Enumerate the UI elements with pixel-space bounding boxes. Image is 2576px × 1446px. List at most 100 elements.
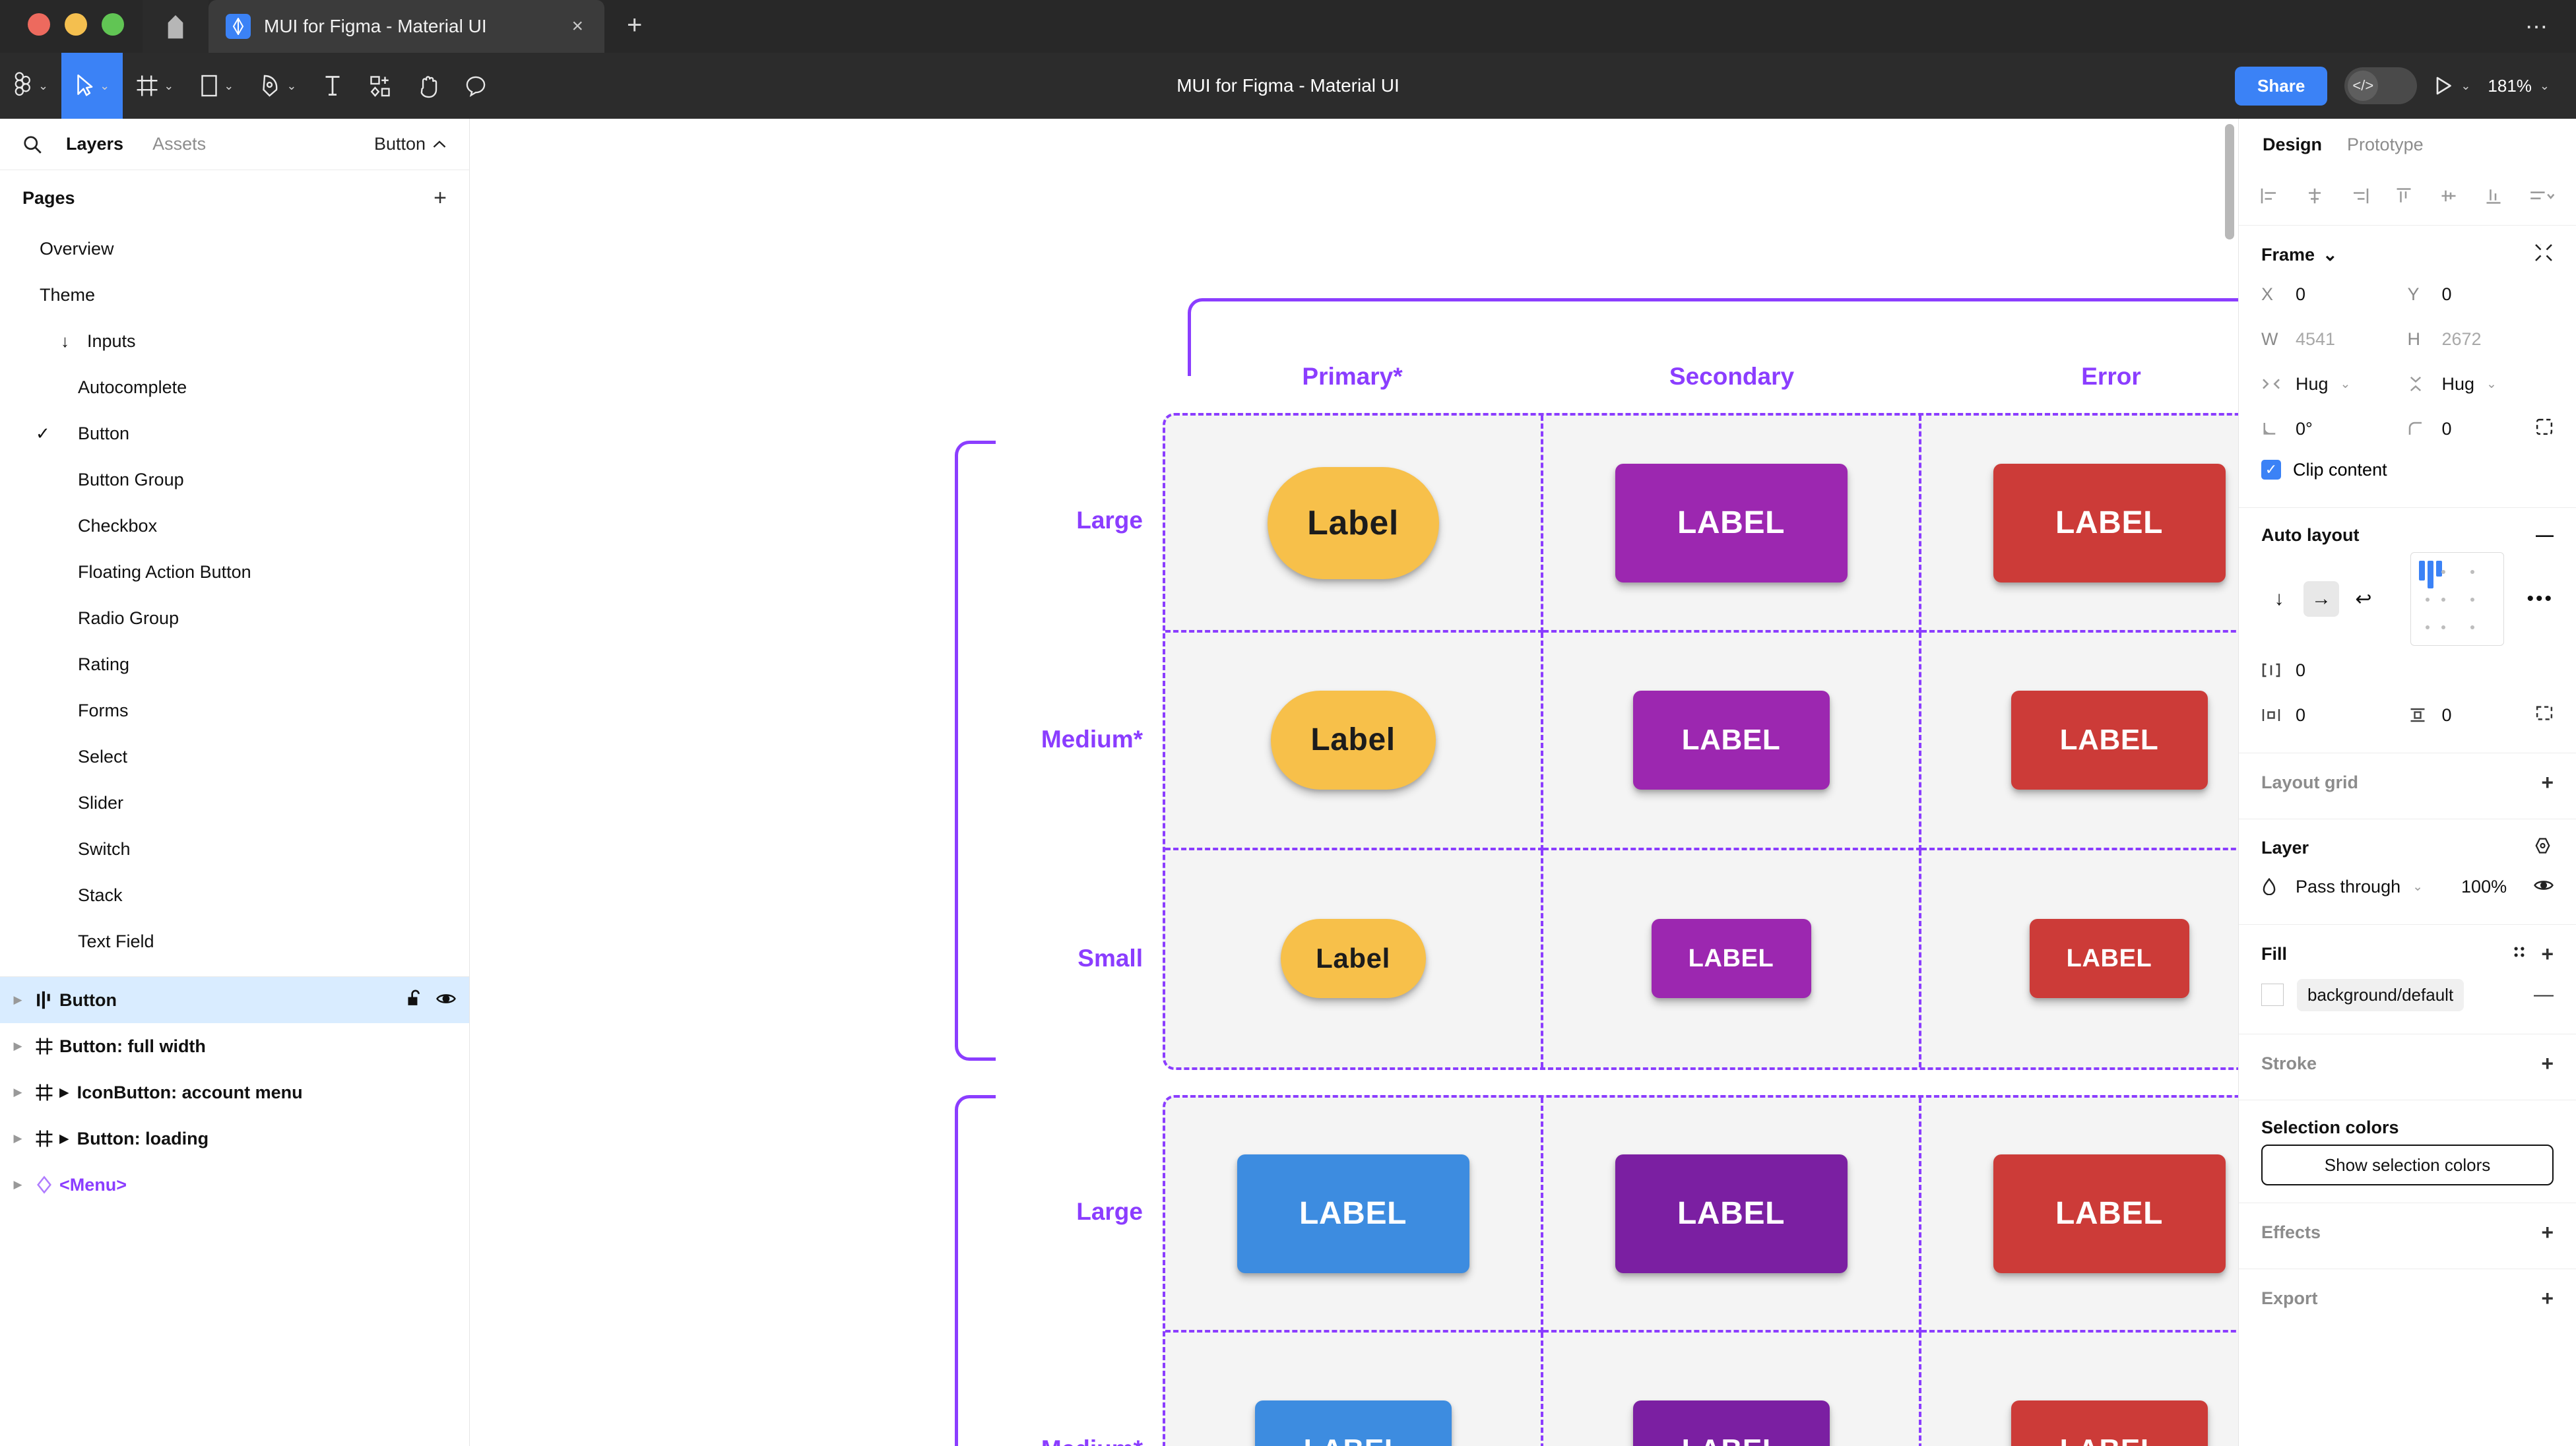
page-item-theme[interactable]: Theme — [0, 272, 469, 318]
layer-row[interactable]: ▶▶IconButton: account menu — [0, 1069, 469, 1116]
fill-color-swatch[interactable] — [2261, 984, 2284, 1006]
show-selection-colors-button[interactable]: Show selection colors — [2261, 1145, 2554, 1185]
figma-menu-tool[interactable]: ⌄ — [0, 53, 61, 119]
direction-horizontal-button[interactable]: → — [2303, 581, 2339, 617]
height-field[interactable]: H 2672 — [2408, 319, 2554, 360]
add-stroke-button[interactable]: + — [2541, 1052, 2554, 1075]
expand-caret-icon[interactable]: ▶ — [13, 1132, 22, 1145]
mui-button[interactable]: LABEL — [1632, 1400, 1830, 1446]
mui-button[interactable]: LABEL — [2011, 1400, 2208, 1446]
clip-content-checkbox[interactable]: ✓ — [2261, 460, 2281, 480]
page-item-floating-action-button[interactable]: Floating Action Button — [0, 549, 469, 595]
independent-corners-icon[interactable] — [2535, 418, 2554, 441]
alignment-pad[interactable] — [2410, 552, 2504, 646]
add-fill-button[interactable]: + — [2541, 942, 2554, 966]
tab-prototype[interactable]: Prototype — [2347, 134, 2424, 154]
page-item-stack[interactable]: Stack — [0, 872, 469, 918]
direction-wrap-button[interactable]: ↩ — [2355, 588, 2372, 610]
page-item-checkbox[interactable]: Checkbox — [0, 503, 469, 549]
styles-icon[interactable] — [2511, 943, 2528, 965]
direction-vertical-button[interactable]: ↓ — [2274, 588, 2284, 610]
resources-tool[interactable] — [356, 53, 404, 119]
page-item-button-group[interactable]: Button Group — [0, 456, 469, 503]
mui-button[interactable]: Label — [1270, 690, 1436, 790]
maximize-window-button[interactable] — [102, 13, 124, 36]
layer-row[interactable]: ▶▶Button: loading — [0, 1116, 469, 1162]
browser-menu-button[interactable]: ⋯ — [2525, 15, 2550, 40]
page-item-autocomplete[interactable]: Autocomplete — [0, 364, 469, 410]
search-button[interactable] — [22, 135, 51, 154]
mui-button[interactable]: LABEL — [1632, 690, 1830, 790]
figma-canvas[interactable]: Contained Primary*SecondaryErrorWarning … — [470, 119, 2238, 1446]
mui-button[interactable]: LABEL — [1615, 463, 1848, 582]
share-button[interactable]: Share — [2235, 66, 2328, 106]
align-vertical-center-icon[interactable] — [2439, 187, 2459, 208]
expand-caret-icon[interactable]: ▶ — [13, 1178, 22, 1191]
present-button[interactable]: ⌄ — [2434, 76, 2470, 96]
eye-icon[interactable] — [436, 990, 456, 1011]
minimize-window-button[interactable] — [65, 13, 87, 36]
browser-tab[interactable]: MUI for Figma - Material UI × — [209, 0, 604, 53]
collapse-icon[interactable] — [2534, 243, 2554, 267]
mui-button[interactable]: LABEL — [1993, 1154, 2226, 1273]
mui-button[interactable]: LABEL — [2029, 919, 2189, 999]
mui-button[interactable]: LABEL — [2011, 690, 2208, 790]
tab-layers[interactable]: Layers — [66, 134, 124, 154]
align-right-icon[interactable] — [2350, 187, 2369, 208]
canvas-vertical-scrollbar[interactable] — [2225, 124, 2234, 239]
expand-caret-icon[interactable]: ▶ — [13, 993, 22, 1006]
auto-layout-more-button[interactable]: ••• — [2527, 588, 2554, 610]
mui-button[interactable]: LABEL — [1254, 1400, 1452, 1446]
align-bottom-icon[interactable] — [2484, 187, 2503, 208]
individual-padding-icon[interactable] — [2535, 705, 2554, 726]
eye-icon[interactable] — [2534, 877, 2554, 897]
x-field[interactable]: X 0 — [2261, 274, 2408, 315]
shape-tool[interactable]: ⌄ — [187, 53, 247, 119]
home-button[interactable] — [143, 0, 209, 53]
page-item-forms[interactable]: Forms — [0, 687, 469, 734]
chevron-down-icon[interactable]: ⌄ — [2323, 245, 2338, 265]
pen-tool[interactable]: ⌄ — [247, 53, 309, 119]
page-item-overview[interactable]: Overview — [0, 226, 469, 272]
layer-settings-icon[interactable] — [2534, 836, 2554, 860]
text-tool[interactable] — [309, 53, 356, 119]
page-item-select[interactable]: Select — [0, 734, 469, 780]
layer-row[interactable]: ▶Button — [0, 977, 469, 1023]
align-horizontal-center-icon[interactable] — [2305, 187, 2325, 208]
mui-button[interactable]: LABEL — [1993, 463, 2226, 582]
close-window-button[interactable] — [28, 13, 50, 36]
y-field[interactable]: Y 0 — [2408, 274, 2554, 315]
distribute-icon[interactable] — [2528, 187, 2555, 208]
page-item-radio-group[interactable]: Radio Group — [0, 595, 469, 641]
page-item-inputs[interactable]: ↓Inputs — [0, 318, 469, 364]
new-tab-button[interactable]: + — [627, 11, 643, 40]
height-resize-field[interactable]: Hug ⌄ — [2408, 363, 2554, 404]
page-item-text-field[interactable]: Text Field — [0, 918, 469, 964]
file-selector[interactable]: Button — [374, 134, 447, 154]
page-item-button[interactable]: ✓Button — [0, 410, 469, 456]
layer-row[interactable]: ▶Button: full width — [0, 1023, 469, 1069]
mui-button[interactable]: LABEL — [1651, 919, 1811, 999]
hand-tool[interactable] — [404, 53, 452, 119]
layer-row[interactable]: ▶<Menu> — [0, 1162, 469, 1208]
clip-content-row[interactable]: ✓ Clip content — [2261, 449, 2554, 490]
tab-assets[interactable]: Assets — [152, 134, 207, 154]
add-effect-button[interactable]: + — [2541, 1220, 2554, 1244]
gap-field[interactable]: 0 — [2261, 650, 2408, 691]
expand-caret-icon[interactable]: ▶ — [13, 1040, 22, 1052]
add-export-button[interactable]: + — [2541, 1286, 2554, 1310]
move-tool[interactable]: ⌄ — [61, 53, 123, 119]
width-resize-field[interactable]: Hug ⌄ — [2261, 363, 2408, 404]
fill-item[interactable]: background/default — — [2261, 973, 2554, 1017]
align-left-icon[interactable] — [2260, 187, 2280, 208]
comment-tool[interactable] — [452, 53, 499, 119]
remove-auto-layout-button[interactable]: — — [2536, 525, 2554, 545]
corner-radius-field[interactable]: 0 — [2408, 408, 2554, 449]
expand-caret-icon[interactable]: ▶ — [13, 1086, 22, 1098]
remove-fill-button[interactable]: — — [2534, 984, 2554, 1005]
mui-button[interactable]: Label — [1280, 919, 1426, 999]
align-top-icon[interactable] — [2394, 187, 2414, 208]
page-item-switch[interactable]: Switch — [0, 826, 469, 872]
horizontal-padding-field[interactable]: 0 — [2261, 695, 2408, 736]
mui-button[interactable]: LABEL — [1615, 1154, 1848, 1273]
